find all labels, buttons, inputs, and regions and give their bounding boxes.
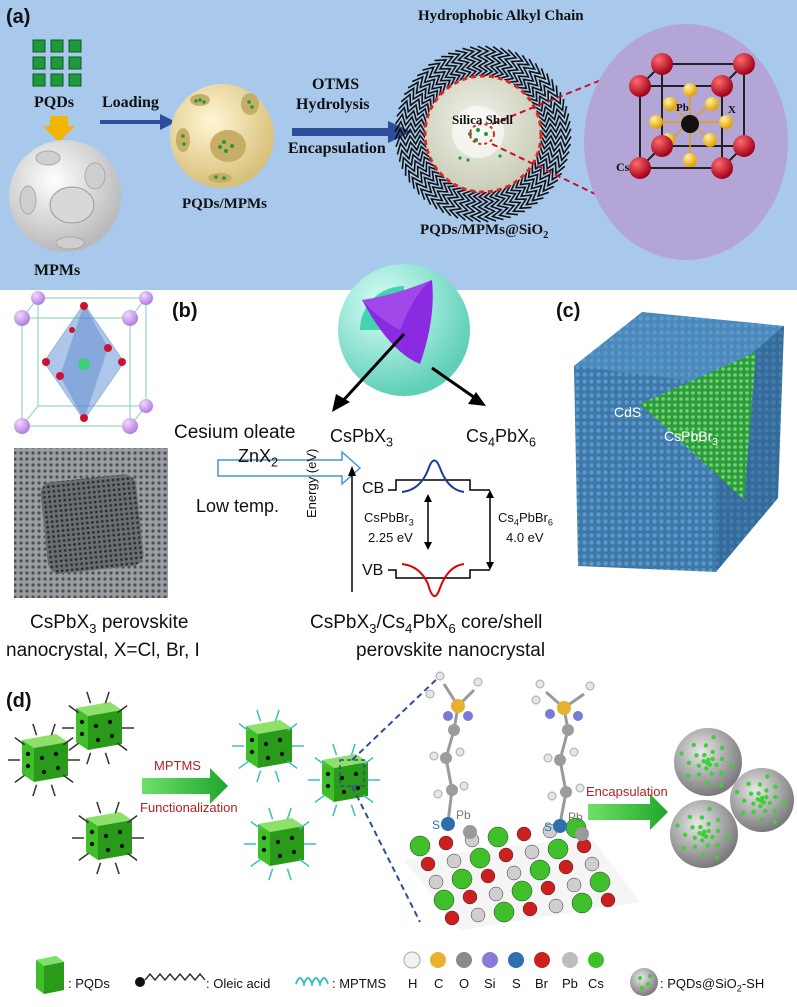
pqds-label: PQDs bbox=[34, 94, 74, 111]
mpms-label: MPMs bbox=[34, 262, 81, 279]
reagent-znx2: ZnX2 bbox=[238, 446, 279, 470]
silica-shell-label: Silica Shell bbox=[452, 112, 514, 127]
panel-b-letter: (b) bbox=[172, 300, 198, 322]
panel-c-letter: (c) bbox=[556, 300, 581, 322]
mpms-sphere bbox=[9, 140, 121, 252]
atom-cs-label: Cs bbox=[616, 160, 630, 174]
legend-br: Br bbox=[535, 976, 548, 991]
cds-cube bbox=[574, 312, 784, 572]
reagent-low-temp: Low temp. bbox=[196, 496, 280, 516]
vb-label: VB bbox=[362, 562, 384, 579]
legend-product-text: : PQDs@SiO2-SH bbox=[660, 976, 765, 994]
core-gap-value: 2.25 eV bbox=[368, 530, 413, 545]
legend-mptms-text: : MPTMS bbox=[332, 976, 387, 991]
perovskite-unit-cell bbox=[584, 24, 788, 260]
hydrophobic-label: Hydrophobic Alkyl Chain bbox=[418, 8, 584, 24]
legend-product-icon bbox=[630, 968, 658, 996]
encapsulation-arrow bbox=[292, 121, 412, 143]
atom-x-label: X bbox=[728, 104, 736, 116]
panel-d-letter: (d) bbox=[6, 690, 32, 712]
s-label-1: S bbox=[432, 818, 441, 832]
pb-label-1: Pb bbox=[456, 808, 471, 822]
legend-c: C bbox=[434, 976, 444, 991]
pb-label-2: Pb bbox=[568, 810, 583, 824]
core-gap-name: CsPbBr3 bbox=[364, 510, 414, 528]
encapsulation-label-a: Encapsulation bbox=[288, 140, 386, 157]
legend-o: O bbox=[459, 976, 470, 991]
left-caption-line2: nanocrystal, X=Cl, Br, I bbox=[6, 640, 200, 661]
down-arrow bbox=[43, 116, 75, 142]
legend-cs: Cs bbox=[588, 976, 604, 991]
legend-atoms bbox=[403, 951, 604, 969]
pqds-mpms-sphere bbox=[170, 84, 274, 188]
functionalization-label: Functionalization bbox=[140, 800, 238, 815]
core-shell-caption-line2: perovskite nanocrystal bbox=[356, 640, 546, 661]
atom-pb-label: Pb bbox=[676, 102, 689, 114]
loading-label: Loading bbox=[102, 94, 159, 111]
pqds-cluster bbox=[32, 39, 82, 87]
shell-gap-value: 4.0 eV bbox=[506, 530, 544, 545]
encapsulation-label-d: Encapsulation bbox=[586, 784, 668, 799]
core-shell-sphere bbox=[338, 264, 470, 396]
s-label-2: S bbox=[544, 820, 553, 834]
mptms-label: MPTMS bbox=[154, 758, 201, 773]
band-diagram bbox=[348, 459, 494, 597]
otms-label: OTMS bbox=[312, 76, 360, 93]
legend-pb: Pb bbox=[562, 976, 578, 991]
legend bbox=[36, 951, 658, 996]
tem-image bbox=[14, 448, 168, 598]
legend-mptms-icon bbox=[295, 977, 329, 988]
mptms-ligands bbox=[425, 671, 595, 841]
pqds-mpms-label: PQDs/MPMs bbox=[182, 196, 267, 212]
shell-gap-name: Cs4PbBr6 bbox=[498, 510, 553, 528]
legend-oleic-icon bbox=[135, 972, 206, 987]
legend-h: H bbox=[408, 976, 418, 991]
functionalization-arrow bbox=[142, 768, 228, 804]
encapsulation-arrow-d bbox=[588, 794, 668, 830]
legend-pqds-text: : PQDs bbox=[68, 976, 110, 991]
octahedron-structure bbox=[14, 291, 153, 434]
energy-axis-label: Energy (eV) bbox=[304, 448, 319, 518]
panel-a-letter: (a) bbox=[6, 6, 31, 28]
legend-oleic-text: : Oleic acid bbox=[206, 976, 271, 991]
hydrolysis-label: Hydrolysis bbox=[296, 96, 370, 113]
reagent-cesium-oleate: Cesium oleate bbox=[174, 422, 296, 443]
product-spheres bbox=[670, 728, 794, 868]
molecular-slab bbox=[404, 817, 640, 930]
core-label: CsPbX3 bbox=[330, 426, 394, 450]
legend-si: Si bbox=[484, 976, 496, 991]
loading-arrow bbox=[100, 114, 176, 130]
product-label-a: PQDs/MPMs@SiO2 bbox=[420, 222, 549, 241]
legend-pqd-cube-icon bbox=[36, 956, 64, 994]
cspbbr3-label: CsPbBr3 bbox=[664, 428, 718, 448]
silica-shell-particle bbox=[394, 45, 572, 223]
cds-label: CdS bbox=[614, 404, 642, 420]
legend-s: S bbox=[512, 976, 521, 991]
cb-label: CB bbox=[362, 480, 385, 497]
shell-label: Cs4PbX6 bbox=[466, 426, 537, 450]
core-shell-caption-line1: CsPbX3/Cs4PbX6 core/shell bbox=[310, 612, 543, 636]
left-caption-line1: CsPbX3 perovskite bbox=[30, 612, 189, 636]
